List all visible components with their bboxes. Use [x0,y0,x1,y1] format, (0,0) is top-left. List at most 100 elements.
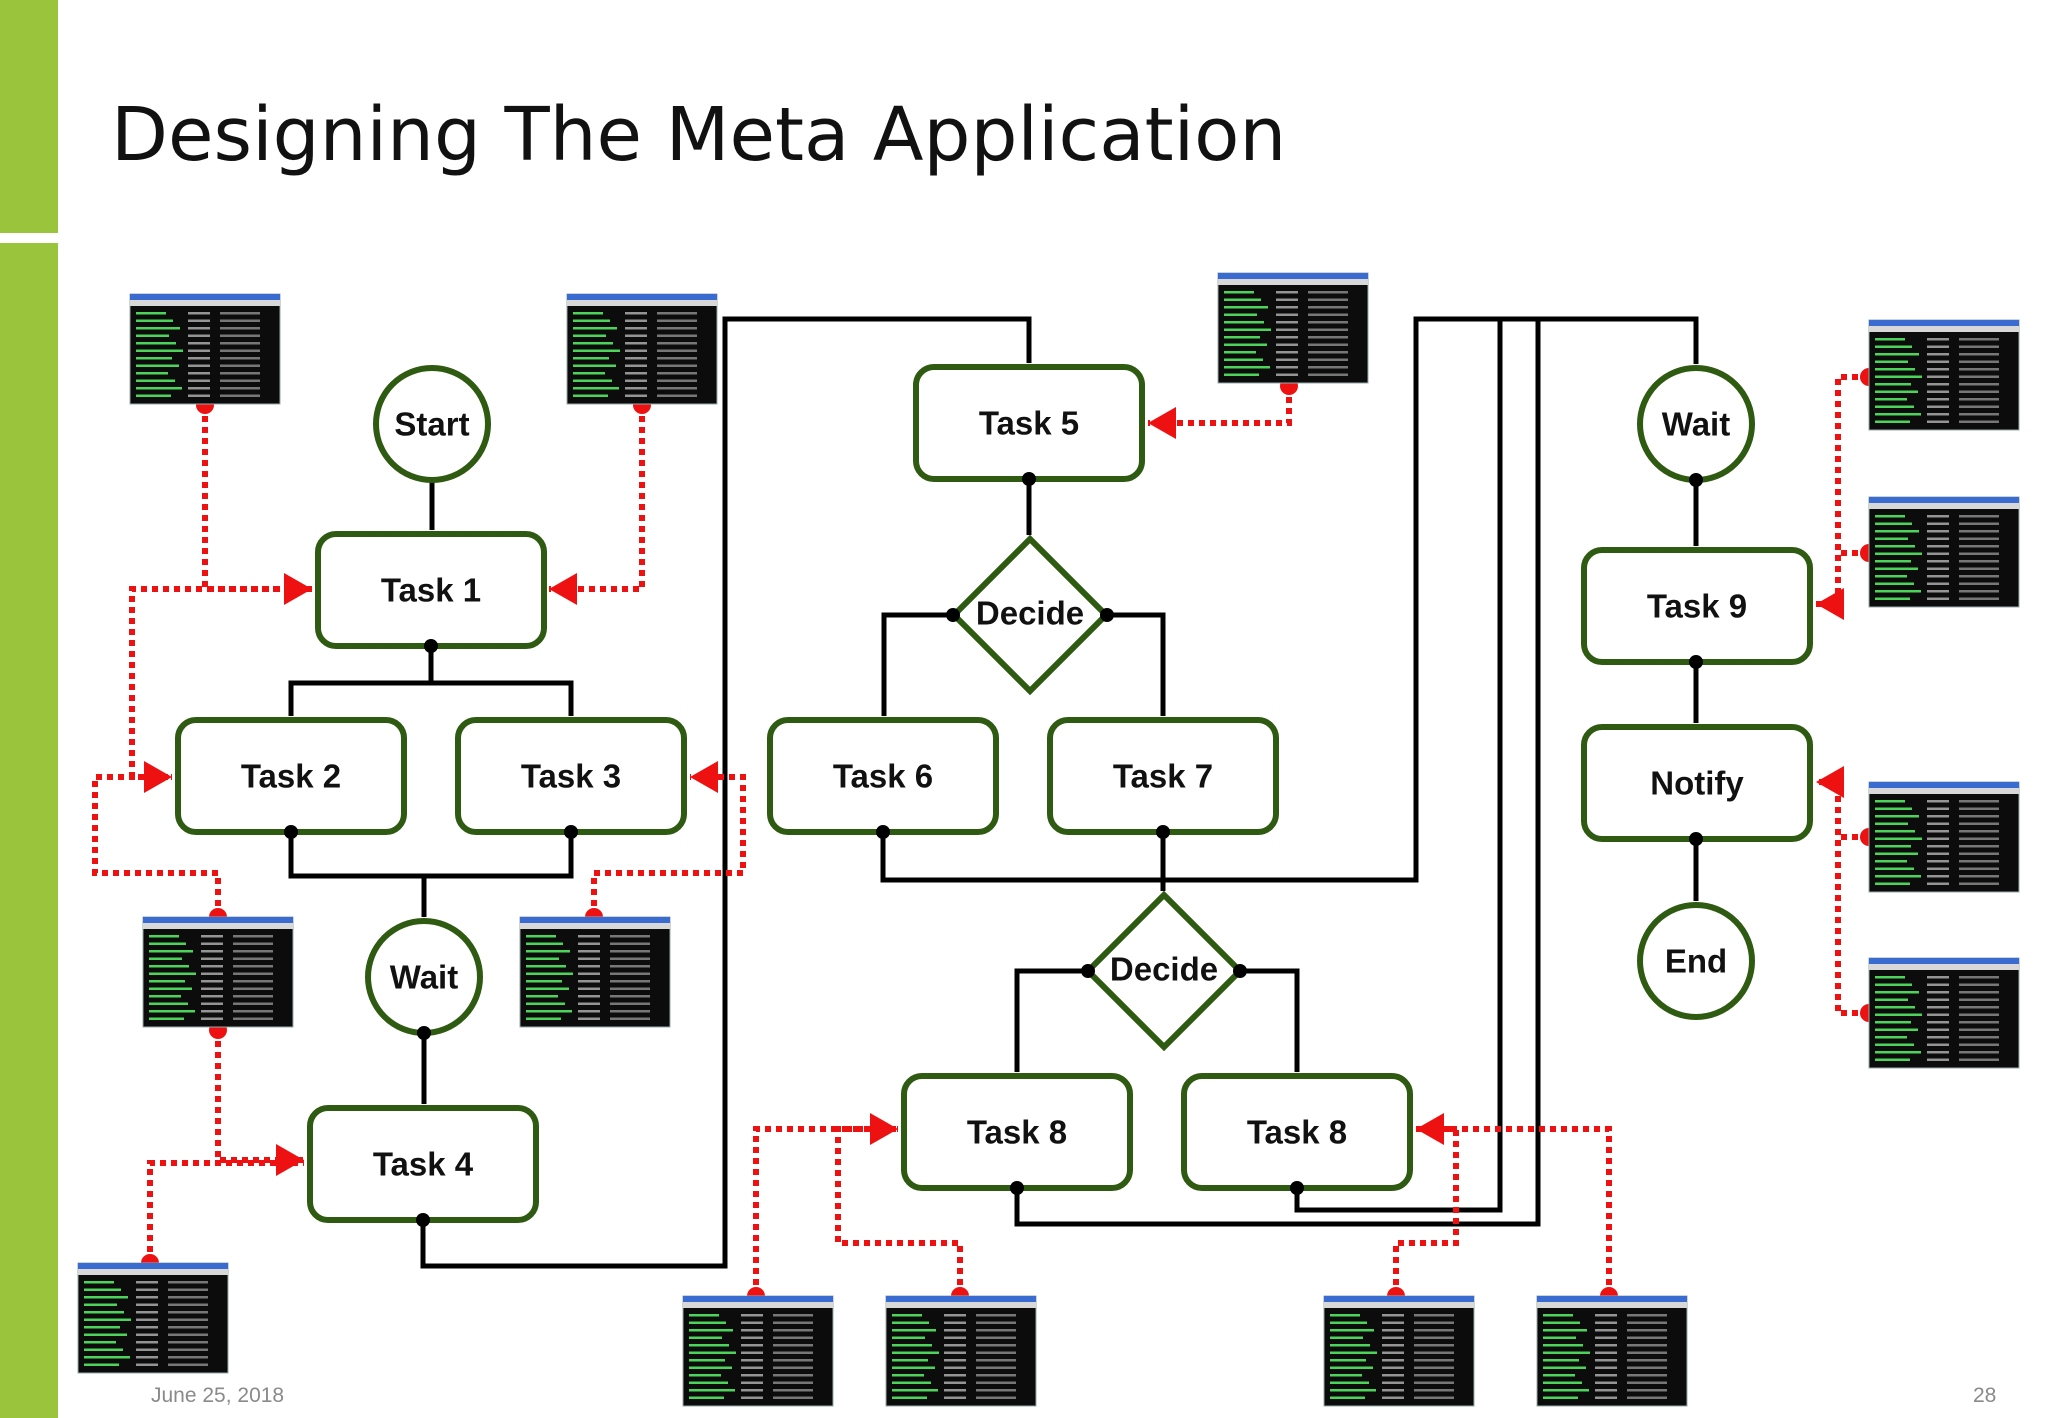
screen-text-line [1543,1329,1587,1332]
screen-text-line [136,357,172,360]
flow-connector [880,316,1699,883]
slide-page-number: 28 [1973,1384,1997,1407]
screen-link-arrowhead [144,761,172,793]
connector-dot [1233,964,1247,978]
screen-text-line [1875,575,1907,578]
screen-text-line [233,950,273,953]
screen-text-line [625,364,647,367]
screen-text-line [944,1351,966,1354]
screen-text-line [741,1344,763,1347]
screen-text-line [944,1381,966,1384]
screen-text-line [578,957,600,960]
screen-text-line [578,995,600,998]
screen-text-line [149,987,192,990]
screen-text-line [1927,976,1949,979]
screen-link-line [835,1126,963,1296]
screen-text-line [526,995,558,998]
screen-text-line [136,1363,158,1366]
flow-connector [1014,968,1088,1073]
screen-text-line [1959,1006,1999,1009]
screen-link-line [1816,374,1869,607]
screen-text-line [188,319,210,322]
screen-text-line [201,972,223,975]
screen-text-line [1330,1359,1366,1362]
screen-text-line [625,394,647,397]
screen-text-line [220,357,260,360]
screen-text-line [1959,413,1999,416]
flow-connector [1014,319,1541,1227]
screen-text-line [1382,1344,1404,1347]
screen-text-line [610,935,650,938]
screen-text-line [1276,313,1298,316]
screen-text-line [657,357,697,360]
screen-text-line [1595,1374,1617,1377]
connector-dot [1156,825,1170,839]
screen-text-line [573,334,606,337]
screen-text-line [1927,560,1949,563]
screen-text-line [741,1329,763,1332]
screen-titlebar [683,1296,833,1302]
screen-text-line [625,357,647,360]
screen-text-line [1875,515,1905,518]
screen-text-line [1927,998,1949,1001]
screen-text-line [1875,537,1908,540]
screen-titlebar [78,1263,228,1269]
screen-titlebar [1869,320,2019,326]
screen-text-line [773,1314,813,1317]
screen-link-line [1816,779,1869,1016]
screen-text-line [1543,1389,1589,1392]
screen-text-line [1224,328,1271,331]
screen-text-line [1627,1374,1667,1377]
screen-text-line [578,965,600,968]
screen-text-line [188,357,210,360]
screen-text-line [1543,1374,1575,1377]
screen-text-line [1308,373,1348,376]
screen-toolbar [130,300,280,306]
screen-text-line [1927,582,1949,585]
screen-link-line [549,405,645,592]
screen-text-line [1927,597,1949,600]
screen-text-line [136,319,173,322]
screen-text-line [1959,515,1999,518]
screen-text-line [1927,845,1949,848]
screen-text-line [573,394,608,397]
screen-text-line [233,1010,273,1013]
task8b-label: Task 8 [1247,1114,1347,1151]
screen-text-line [1224,343,1267,346]
terminal-screen-thumbnail [519,916,671,1028]
screen-link-line [753,1126,898,1296]
screen-text-line [1927,552,1949,555]
screen-text-line [1927,800,1949,803]
screen-text-line [573,364,616,367]
screen-text-line [168,1326,208,1329]
screen-text-line [578,980,600,983]
screen-text-line [526,1010,572,1013]
screen-text-line [149,942,186,945]
screen-text-line [610,972,650,975]
screen-text-line [976,1336,1016,1339]
connector-dot [1689,655,1703,669]
screen-text-line [610,995,650,998]
screen-text-line [168,1288,208,1291]
screen-text-line [1543,1396,1578,1399]
screen-text-line [201,1002,223,1005]
screen-text-line [1330,1396,1365,1399]
screen-text-line [188,364,210,367]
node-task7: Task 7 [1047,717,1279,835]
screen-text-line [168,1341,208,1344]
screen-text-line [1875,1036,1907,1039]
screen-text-line [1875,1013,1922,1016]
connector-dot [1010,1181,1024,1195]
screen-text-line [1959,353,1999,356]
screen-text-line [233,995,273,998]
screen-text-line [1927,545,1949,548]
screen-text-line [84,1341,116,1344]
screen-text-line [1875,815,1919,818]
screen-text-line [136,387,182,390]
screen-text-line [526,942,563,945]
screen-text-line [1927,837,1949,840]
screen-text-line [1627,1336,1667,1339]
terminal-screen-thumbnail [1323,1295,1475,1407]
screen-text-line [188,349,210,352]
flow-connector [1107,612,1166,717]
